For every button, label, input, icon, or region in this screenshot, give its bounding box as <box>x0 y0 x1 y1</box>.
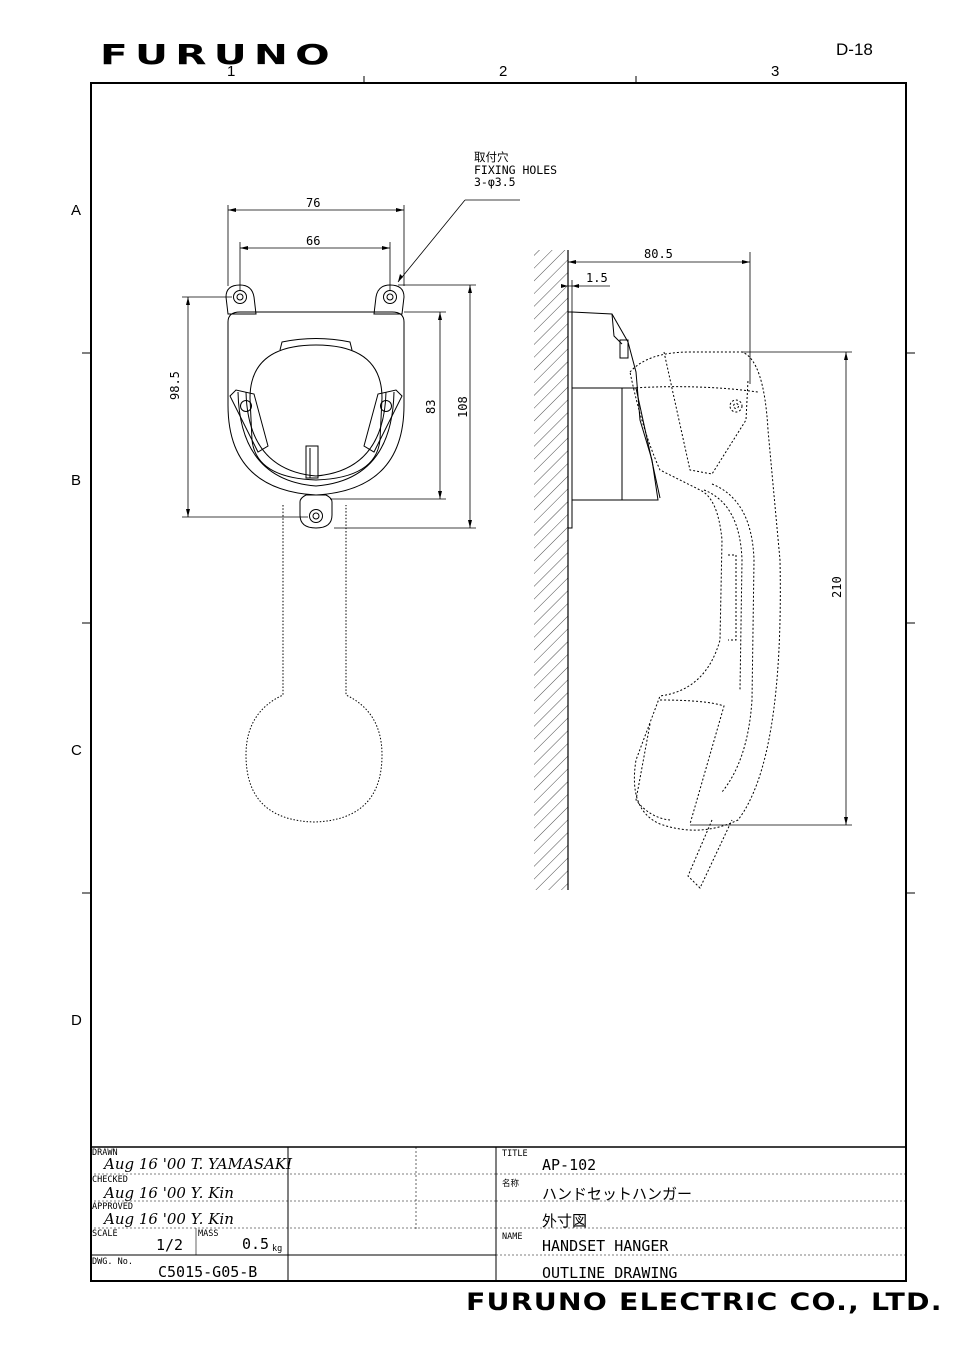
grid-column-label: 1 <box>227 63 236 80</box>
mass-label: MASS <box>198 1229 219 1239</box>
title-label: TITLE <box>502 1149 528 1159</box>
grid-row-label: C <box>71 742 82 759</box>
dimension-height-holes: 98.5 <box>168 371 182 400</box>
front-dimension-lines <box>182 199 520 529</box>
page-number: D-18 <box>836 40 873 59</box>
drawn-signature: Aug 16 '00 T. YAMASAKI <box>104 1155 293 1173</box>
name-label: NAME <box>502 1232 523 1242</box>
side-dimension-arrows <box>561 260 848 825</box>
dimension-depth-total: 80.5 <box>644 247 673 261</box>
scale-value: 1/2 <box>156 1236 184 1254</box>
side-handset-outline <box>629 351 781 889</box>
fixing-holes-spec: 3-φ3.5 <box>474 175 516 189</box>
dimension-handset-length: 210 <box>830 576 844 598</box>
title-block-lines <box>90 1146 907 1282</box>
dwg-number-value: C5015-G05-B <box>158 1263 258 1281</box>
grid-row-label: A <box>71 202 82 219</box>
title-value: AP-102 <box>542 1156 597 1174</box>
scale-label: SCALE <box>92 1229 118 1239</box>
drawing-frame <box>90 82 907 1282</box>
drawing-type-jp: 外寸図 <box>542 1212 588 1230</box>
side-view-hanger <box>567 311 661 529</box>
dimension-width-inner: 66 <box>306 234 321 248</box>
dimension-plate-thickness: 1.5 <box>586 271 608 285</box>
dimension-height-body: 83 <box>424 399 438 414</box>
approved-signature: Aug 16 '00 Y. Kin <box>104 1210 234 1228</box>
company-name: FURUNO ELECTRIC CO., LTD. <box>466 1288 943 1316</box>
checked-signature: Aug 16 '00 Y. Kin <box>104 1184 234 1202</box>
approved-label: APPROVED <box>92 1202 133 1212</box>
grid-column-label: 3 <box>771 63 780 80</box>
drawing-type: OUTLINE DRAWING <box>542 1264 678 1282</box>
drawn-label: DRAWN <box>92 1148 118 1158</box>
grid-row-label: B <box>71 472 82 489</box>
dimension-width-outer: 76 <box>306 196 321 210</box>
checked-label: CHECKED <box>92 1175 128 1185</box>
name-jp-value: ハンドセットハンガー <box>542 1185 693 1203</box>
front-view-hanger <box>225 284 405 529</box>
mass-unit: kg <box>272 1244 283 1254</box>
dwg-number-label: DWG. No. <box>92 1257 133 1267</box>
side-dimension-lines <box>568 252 852 826</box>
grid-column-label: 2 <box>499 63 508 80</box>
grid-row-label: D <box>71 1012 82 1029</box>
front-dimension-arrows <box>186 208 472 528</box>
name-value: HANDSET HANGER <box>542 1237 669 1255</box>
fixing-holes-en: FIXING HOLES <box>474 163 558 177</box>
frame-ticks <box>82 76 915 894</box>
fixing-holes-jp: 取付穴 <box>474 150 509 164</box>
wall-hatching <box>534 250 568 890</box>
name-jp-label: 名称 <box>502 1179 520 1189</box>
front-handset-outline <box>245 505 383 823</box>
mass-value: 0.5 <box>242 1235 270 1253</box>
furuno-logo: FURUNO <box>100 38 337 71</box>
dimension-height-total: 108 <box>456 396 470 418</box>
